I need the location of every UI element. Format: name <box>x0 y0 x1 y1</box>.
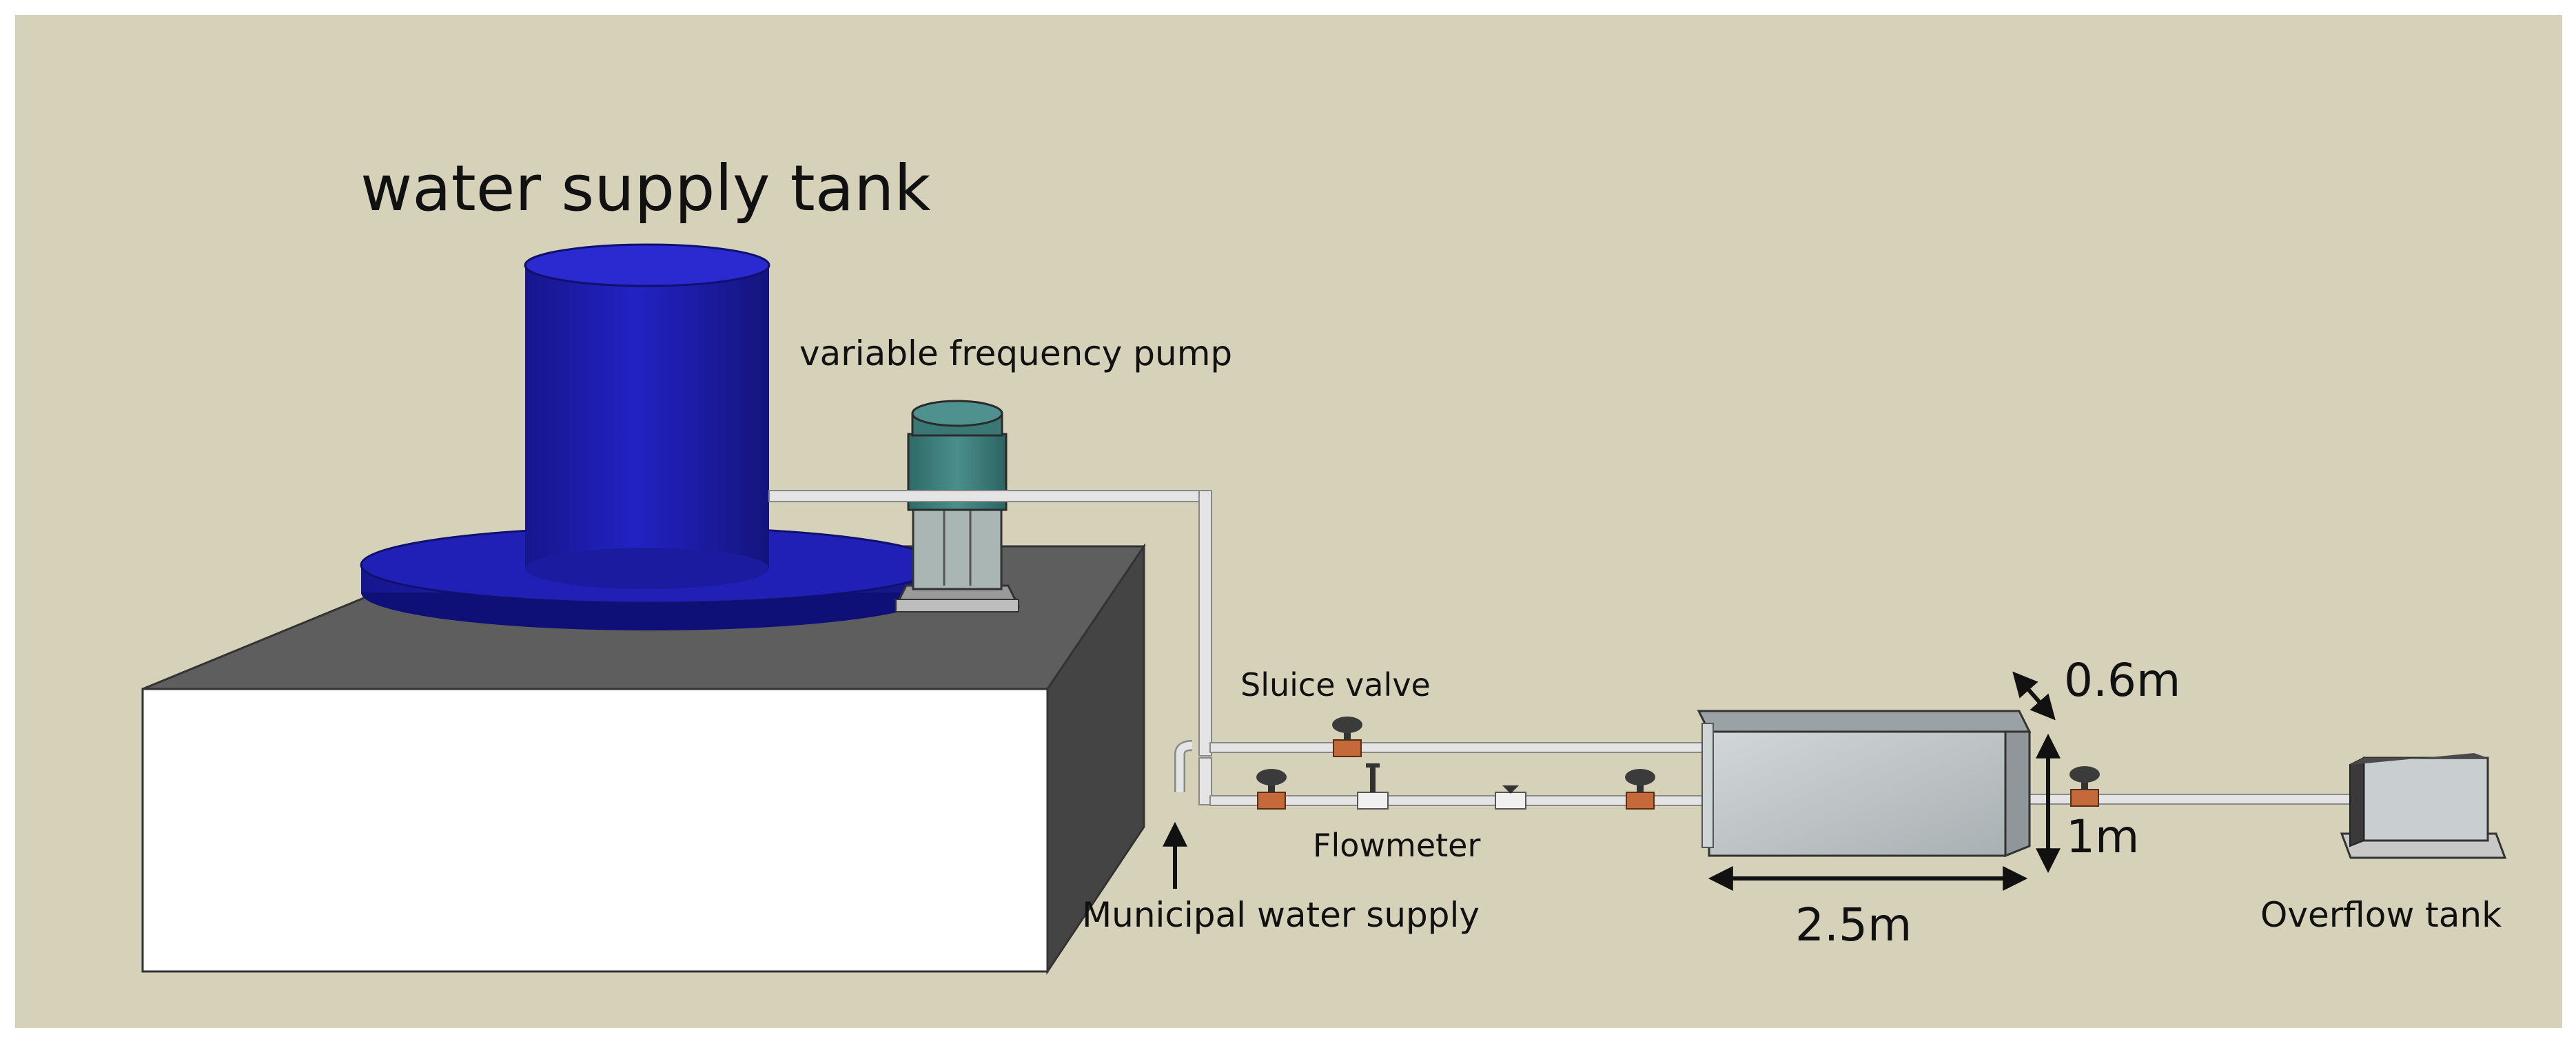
label-variable-frequency-pump: variable frequency pump <box>799 333 1232 373</box>
dimension-arrows <box>1163 671 2061 891</box>
label-dim-height: 1m <box>2066 810 2139 863</box>
sluice-valve-upper <box>1332 717 1362 757</box>
label-dim-width: 0.6m <box>2064 654 2180 707</box>
sluice-valve-lower-2 <box>1625 769 1655 810</box>
variable-frequency-pump <box>894 400 1021 612</box>
overflow-tank <box>2340 753 2507 859</box>
sluice-valve-lower-1 <box>1256 769 1287 810</box>
label-sluice-valve: Sluice valve <box>1240 666 1431 703</box>
water-supply-tank <box>360 243 941 630</box>
flowmeter-device <box>1357 763 1389 810</box>
label-dim-length: 2.5m <box>1795 898 1912 951</box>
flume-channel <box>1697 710 2032 858</box>
label-water-supply-tank: water supply tank <box>360 152 931 225</box>
flow-gauge <box>1495 785 1526 810</box>
label-municipal-water-supply: Municipal water supply <box>1082 895 1480 935</box>
label-overflow-tank: Overflow tank <box>2260 895 2502 935</box>
width-arrow <box>2012 671 2056 721</box>
label-flowmeter: Flowmeter <box>1313 827 1480 864</box>
outlet-valve <box>2069 766 2100 807</box>
